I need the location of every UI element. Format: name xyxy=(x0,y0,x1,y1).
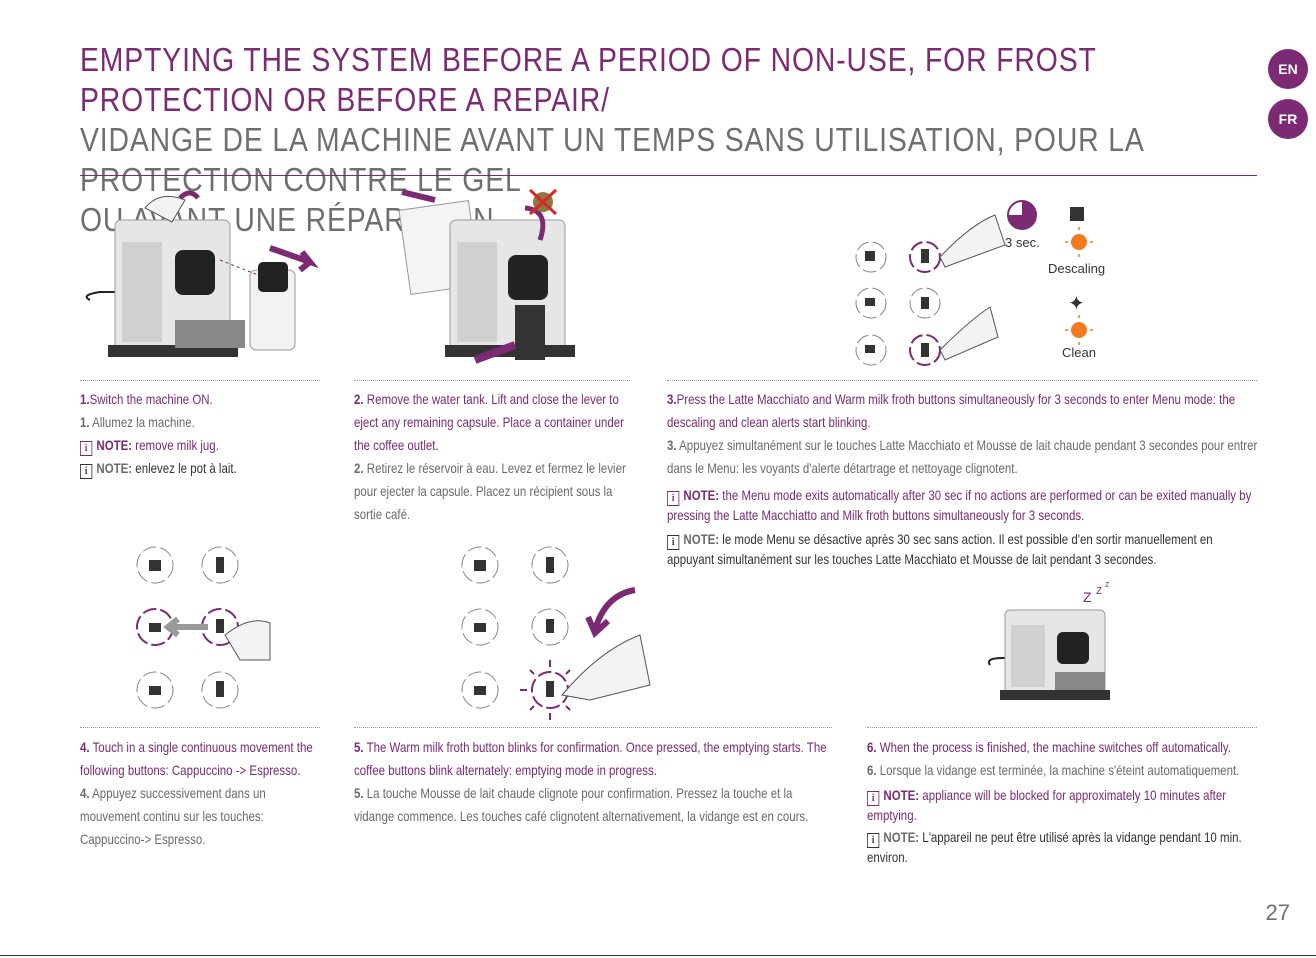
info-icon: i xyxy=(667,491,680,506)
warm-milk-froth-confirmation-illustration xyxy=(461,546,651,720)
sleep-z-icon-tiny: Z xyxy=(1105,582,1110,589)
machine-water-tank-removal-illustration xyxy=(398,188,575,364)
step-1-text: 1.Switch the machine ON. 1. Allumez la m… xyxy=(80,391,237,479)
lever-arrow-icon xyxy=(524,205,546,241)
cappuccino-to-espresso-gesture-illustration xyxy=(136,546,271,709)
machine-switched-off-illustration: Z Z Z xyxy=(987,582,1110,700)
info-icon: i xyxy=(667,535,680,550)
step-5-text: 5. The Warm milk froth button blinks for… xyxy=(354,739,827,824)
footer-line xyxy=(0,955,1316,956)
step-2-text: 2. Remove the water tank. Lift and close… xyxy=(354,391,626,522)
step-3-text: 3.Press the Latte Macchiato and Warm mil… xyxy=(667,391,1258,567)
descaling-label: Descaling xyxy=(1048,261,1105,276)
timer-label: 3 sec. xyxy=(1005,235,1040,250)
language-badge-fr[interactable]: FR xyxy=(1268,99,1308,139)
timer-icon xyxy=(1007,200,1037,230)
step-6-text: 6. When the process is finished, the mac… xyxy=(867,739,1242,865)
step-4-text: 4. Touch in a single continuous movement… xyxy=(80,739,313,847)
clean-label: Clean xyxy=(1062,345,1096,360)
language-badge-en[interactable]: EN xyxy=(1268,49,1308,89)
info-icon: i xyxy=(80,441,93,456)
info-icon: i xyxy=(867,833,880,848)
remove-arrow-icon xyxy=(269,245,319,273)
title-french-line-1: VIDANGE DE LA MACHINE AVANT UN TEMPS SAN… xyxy=(80,121,1144,198)
lift-tank-arrow-icon xyxy=(401,189,436,203)
sleep-z-icon: Z xyxy=(1083,589,1092,605)
clean-sparkle-icon: ✦ xyxy=(1068,293,1085,315)
swipe-arrow-icon xyxy=(163,616,208,638)
descaling-alert-light-icon xyxy=(1065,227,1093,257)
page-number: 27 xyxy=(1265,900,1290,925)
no-capsule-icon xyxy=(528,188,558,216)
title-divider xyxy=(80,175,1257,176)
info-icon: i xyxy=(867,791,880,806)
descaling-icon xyxy=(1070,207,1084,221)
press-arrow-icon xyxy=(585,587,636,639)
clean-alert-light-icon xyxy=(1065,315,1093,345)
machine-with-milk-jug-illustration xyxy=(85,190,319,357)
menu-mode-buttons-illustration: 3 sec. Descaling ✦ Clean xyxy=(855,200,1105,366)
container-arrow-icon xyxy=(473,341,517,364)
press-arrow-icon xyxy=(178,190,200,200)
title-english: EMPTYING THE SYSTEM BEFORE A PERIOD OF N… xyxy=(80,41,1097,118)
info-icon: i xyxy=(80,464,93,479)
sleep-z-icon-small: Z xyxy=(1096,586,1102,597)
